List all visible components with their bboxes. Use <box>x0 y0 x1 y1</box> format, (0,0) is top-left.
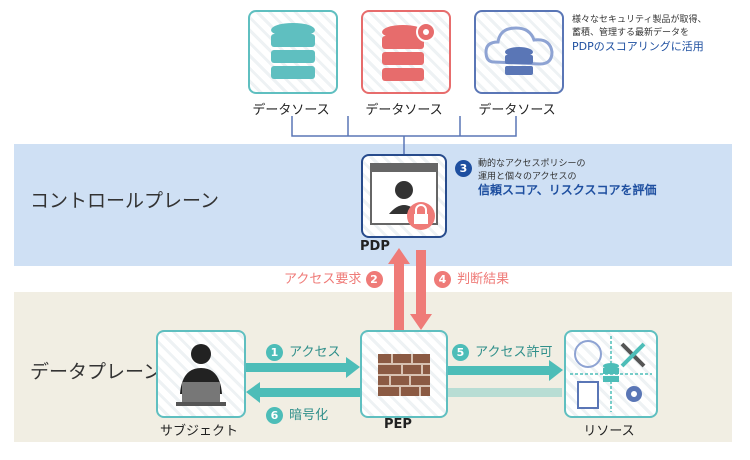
top-note-line-3: PDPのスコアリングに活用 <box>572 40 704 53</box>
data-source-1-label: データソース <box>252 103 330 118</box>
step-4-label: 4 判断結果 <box>434 268 509 288</box>
pdp-note-line-1: 動的なアクセスポリシーの <box>478 159 586 169</box>
data-plane-label: データプレーン <box>30 361 163 383</box>
step-1-badge: 1 <box>266 344 283 361</box>
pdp-to-pep-arrow <box>410 250 432 330</box>
top-note-line-1: 様々なセキュリティ製品が取得、 <box>572 15 707 25</box>
access-granted-arrow <box>447 360 563 381</box>
pdp-note: 動的なアクセスポリシーの 運用と個々のアクセスの 信頼スコア、リスクスコアを評価 <box>478 158 656 197</box>
control-plane-label: コントロールプレーン <box>30 190 220 212</box>
top-note: 様々なセキュリティ製品が取得、 蓄積、管理する最新データを PDPのスコアリング… <box>572 14 706 53</box>
step-4-text: 判断結果 <box>457 272 510 287</box>
pdp-box <box>361 154 447 238</box>
database-gear-icon <box>382 22 436 81</box>
step-5-text: アクセス許可 <box>475 345 553 360</box>
resource-label: リソース <box>583 424 635 439</box>
step-3-badge: 3 <box>455 160 472 177</box>
source-bracket <box>291 116 517 155</box>
firewall-icon <box>378 354 430 396</box>
data-source-2-label: データソース <box>365 103 443 118</box>
subject-label: サブジェクト <box>159 424 238 439</box>
step-5-badge: 5 <box>452 344 469 361</box>
step-6-label: 6 暗号化 <box>266 404 328 424</box>
access-arrow <box>244 357 360 378</box>
document-icon <box>577 381 599 409</box>
data-source-3-label: データソース <box>478 103 556 118</box>
tools-icon <box>620 342 646 368</box>
source-bracket-mid <box>347 116 461 136</box>
database-icon <box>271 23 315 79</box>
top-note-line-2: 蓄積、管理する最新データを <box>572 28 690 38</box>
encrypted-channel <box>432 388 562 397</box>
step-5-label: 5 アクセス許可 <box>452 341 553 361</box>
resource-box <box>564 330 658 418</box>
step-1-text: アクセス <box>289 345 341 360</box>
subject-box <box>156 330 246 418</box>
pep-label: PEP <box>384 417 412 432</box>
step-2-label: アクセス要求 2 <box>284 268 385 288</box>
pdp-user-window-icon <box>370 163 438 230</box>
pep-box <box>360 330 448 418</box>
step-6-text: 暗号化 <box>289 408 329 423</box>
step-6-badge: 6 <box>266 407 283 424</box>
step-4-badge: 4 <box>434 271 451 288</box>
pdp-note-line-2: 運用と個々のアクセスの <box>478 172 577 182</box>
pdp-note-line-3: 信頼スコア、リスクスコアを評価 <box>478 183 657 197</box>
pdp-label: PDP <box>360 239 390 254</box>
data-source-1 <box>248 10 338 94</box>
pep-to-pdp-arrow <box>388 248 410 334</box>
data-source-2 <box>361 10 451 94</box>
step-2-text: アクセス要求 <box>284 272 362 287</box>
person-at-laptop-icon <box>176 344 226 406</box>
step-2-badge: 2 <box>365 271 383 288</box>
data-source-3 <box>474 10 564 94</box>
step-1-label: 1 アクセス <box>266 341 341 361</box>
resource-icons <box>570 336 652 412</box>
encryption-arrow <box>246 382 362 403</box>
network-globe-icon <box>574 340 602 368</box>
cloud-database-icon <box>484 26 554 75</box>
